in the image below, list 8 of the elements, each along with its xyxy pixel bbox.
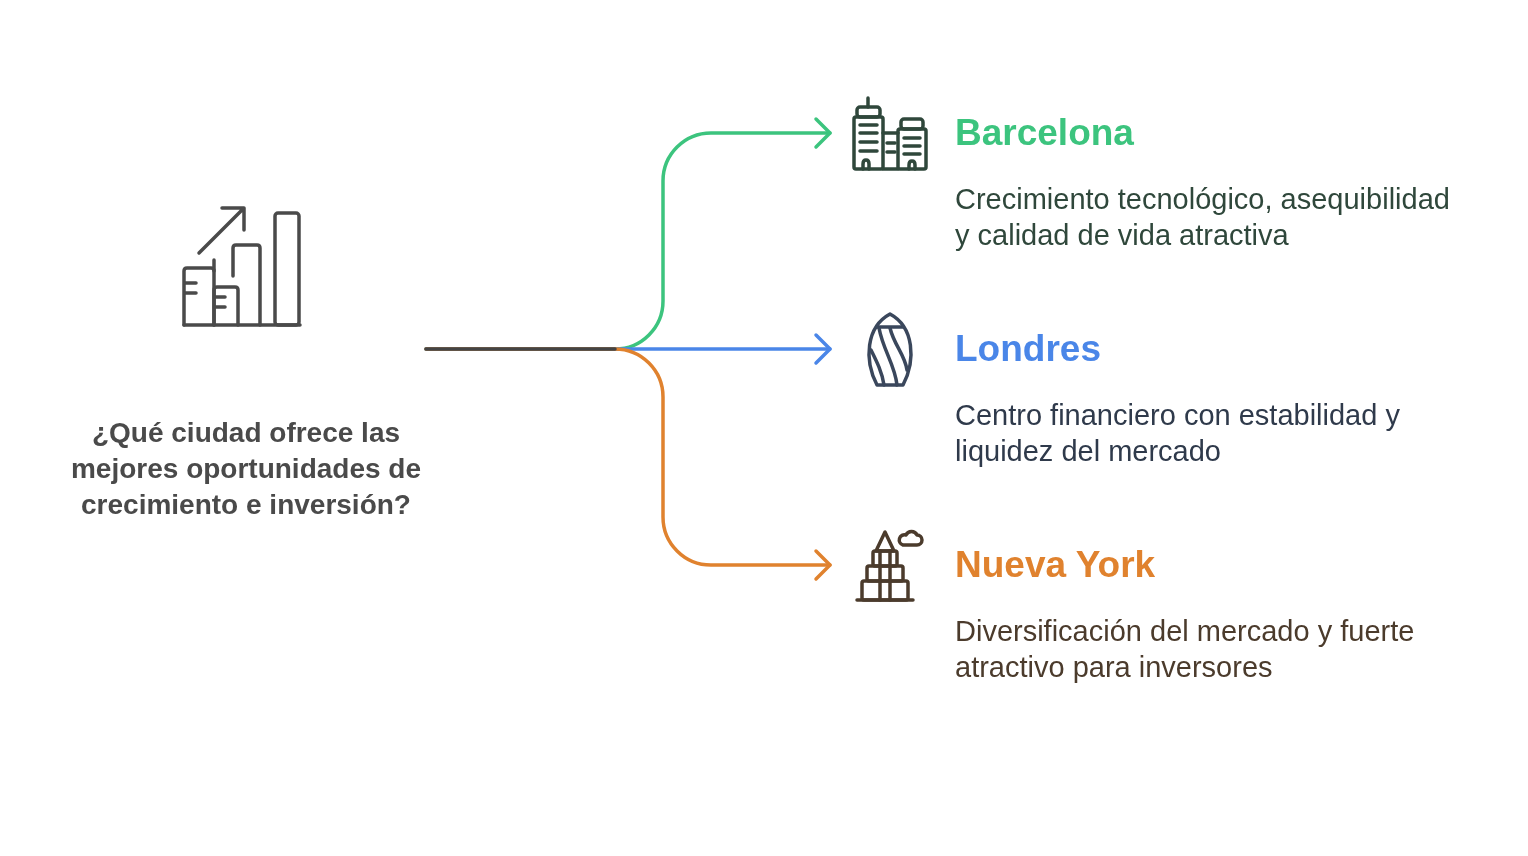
city-heading: Barcelona xyxy=(955,112,1134,154)
city-description: Centro financiero con estabilidad y liquidez del mercado xyxy=(955,398,1401,469)
question-text: ¿Qué ciudad ofrece las mejores oportunidades de crecimiento e inversión? xyxy=(69,416,423,522)
city-heading: Londres xyxy=(955,328,1101,370)
city-description: Diversificación del mercado y fuerte atractivo para inversores xyxy=(955,614,1416,685)
city-description: Crecimiento tecnológico, asequibilidad y calidad de vida atractiva xyxy=(955,182,1451,253)
city-heading: Nueva York xyxy=(955,544,1156,586)
connector-line xyxy=(424,347,617,351)
